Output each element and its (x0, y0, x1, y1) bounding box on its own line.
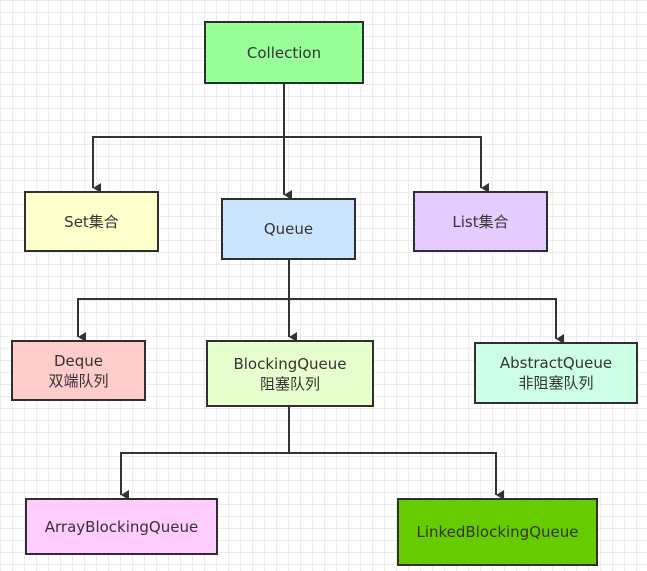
edge-collection-list (284, 136, 489, 193)
edge-collection-set (92, 84, 285, 193)
abstract-queue-node: AbstractQueue 非阻塞队列 (474, 342, 638, 404)
queue-node: Queue (221, 198, 356, 260)
edge-queue-deque (77, 260, 290, 342)
blocking-queue-node: BlockingQueue 阻塞队列 (206, 340, 374, 407)
linked-blocking-queue-node: LinkedBlockingQueue (397, 498, 598, 566)
linked-blocking-queue-label: LinkedBlockingQueue (416, 523, 579, 541)
abstract-queue-label: AbstractQueue (499, 354, 613, 372)
edge-blockingqueue-linkedblockingqueue (289, 452, 504, 500)
deque-sublabel: 双端队列 (48, 371, 109, 390)
deque-node: Deque 双端队列 (11, 340, 146, 401)
edge-blockingqueue-arrayblockingqueue (120, 407, 290, 500)
list-label: List集合 (452, 212, 509, 231)
list-node: List集合 (413, 191, 548, 252)
array-blocking-queue-node: ArrayBlockingQueue (25, 498, 218, 555)
collection-node: Collection (204, 21, 364, 84)
deque-label: Deque (53, 351, 104, 370)
blocking-queue-sublabel: 阻塞队列 (259, 374, 320, 393)
blocking-queue-label: BlockingQueue (233, 354, 347, 373)
queue-label: Queue (263, 220, 314, 238)
abstract-queue-sublabel: 非阻塞队列 (518, 374, 594, 392)
set-node: Set集合 (24, 191, 159, 252)
array-blocking-queue-label: ArrayBlockingQueue (44, 517, 199, 536)
edge-queue-abstractqueue (289, 298, 564, 344)
collection-label: Collection (246, 43, 322, 62)
set-label: Set集合 (64, 212, 119, 231)
